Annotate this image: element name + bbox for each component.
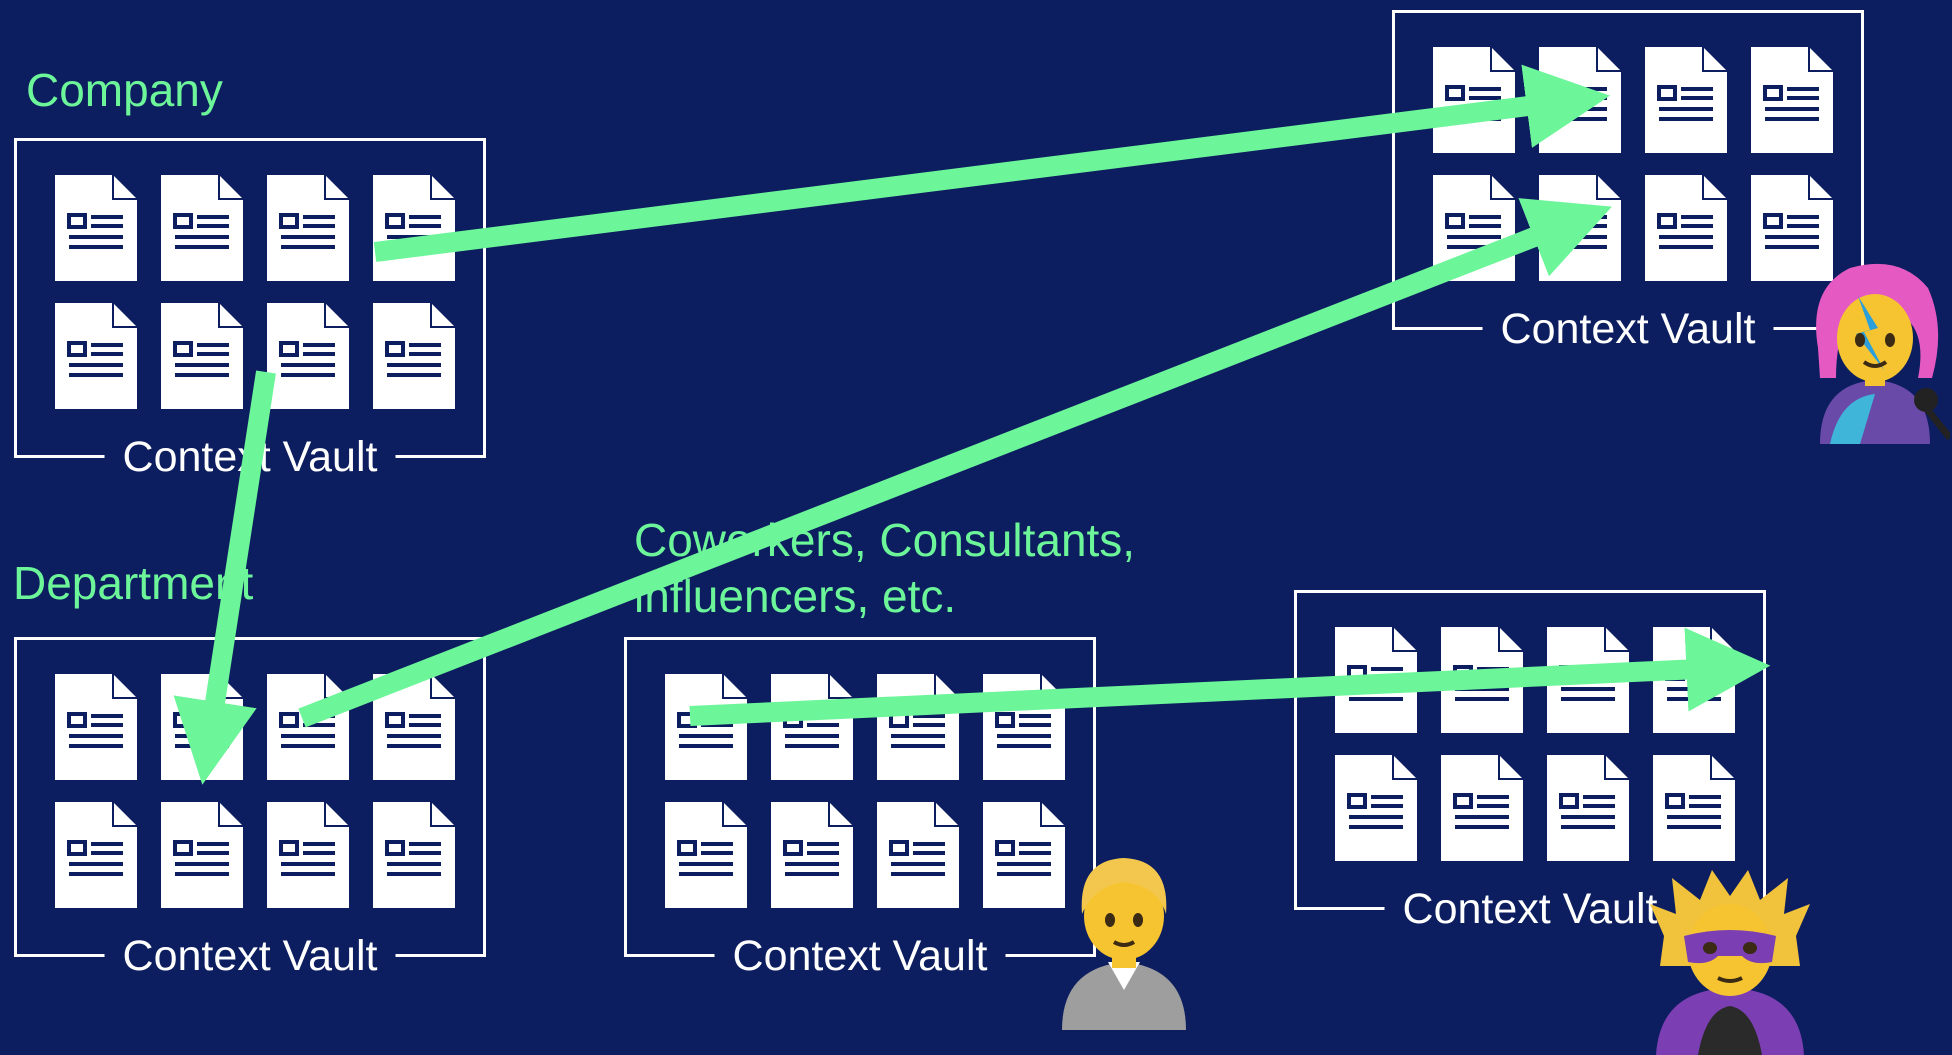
coworkers-context-vault: Context Vault (624, 637, 1096, 984)
document-icon (771, 802, 853, 908)
document-icon (55, 674, 137, 780)
document-icon (1547, 755, 1629, 861)
context-vault-label: Context Vault (714, 928, 1006, 984)
document-icon (267, 802, 349, 908)
document-icon (1645, 175, 1727, 281)
document-icon (771, 674, 853, 780)
document-icon (55, 175, 137, 281)
document-icon (877, 802, 959, 908)
document-icon (373, 175, 455, 281)
document-icon (1645, 47, 1727, 153)
document-icon (267, 175, 349, 281)
arrow-company-to-singer (373, 64, 1611, 262)
department-label: Department (13, 557, 254, 609)
context-vault-label: Context Vault (104, 429, 396, 485)
document-icon (1539, 175, 1621, 281)
document-icon (161, 674, 243, 780)
coworkers-label-line1: Coworkers, Consultants, (634, 514, 1136, 566)
document-icon (55, 802, 137, 908)
document-icon (373, 674, 455, 780)
singer-avatar-icon (1816, 263, 1950, 444)
department-context-vault: Context Vault (14, 637, 486, 984)
company-label: Company (26, 64, 223, 116)
document-grid (1335, 627, 1735, 861)
document-icon (877, 674, 959, 780)
document-icon (1441, 627, 1523, 733)
document-grid (55, 674, 455, 908)
document-icon (1653, 755, 1735, 861)
context-vault-label: Context Vault (1384, 881, 1676, 937)
document-icon (1653, 627, 1735, 733)
document-icon (161, 175, 243, 281)
document-grid (665, 674, 1065, 908)
document-icon (267, 674, 349, 780)
document-icon (665, 802, 747, 908)
context-vault-label: Context Vault (104, 928, 396, 984)
document-icon (665, 674, 747, 780)
document-grid (55, 175, 455, 409)
document-icon (1441, 755, 1523, 861)
document-grid (1433, 47, 1833, 281)
document-icon (983, 674, 1065, 780)
document-icon (983, 802, 1065, 908)
superhero-context-vault: Context Vault (1294, 590, 1766, 937)
coworkers-label-line2: influencers, etc. (634, 570, 957, 622)
document-icon (1539, 47, 1621, 153)
document-icon (1335, 755, 1417, 861)
document-icon (1547, 627, 1629, 733)
document-icon (55, 303, 137, 409)
document-icon (373, 802, 455, 908)
document-icon (161, 802, 243, 908)
office-worker-avatar-icon (1062, 858, 1186, 1030)
document-icon (1751, 47, 1833, 153)
document-icon (1433, 47, 1515, 153)
singer-context-vault: Context Vault (1392, 10, 1864, 357)
document-icon (1433, 175, 1515, 281)
superhero-avatar-icon (1650, 870, 1810, 1055)
document-icon (1335, 627, 1417, 733)
document-icon (1751, 175, 1833, 281)
company-context-vault: Context Vault (14, 138, 486, 485)
document-icon (267, 303, 349, 409)
context-vault-label: Context Vault (1482, 301, 1774, 357)
document-icon (161, 303, 243, 409)
document-icon (373, 303, 455, 409)
